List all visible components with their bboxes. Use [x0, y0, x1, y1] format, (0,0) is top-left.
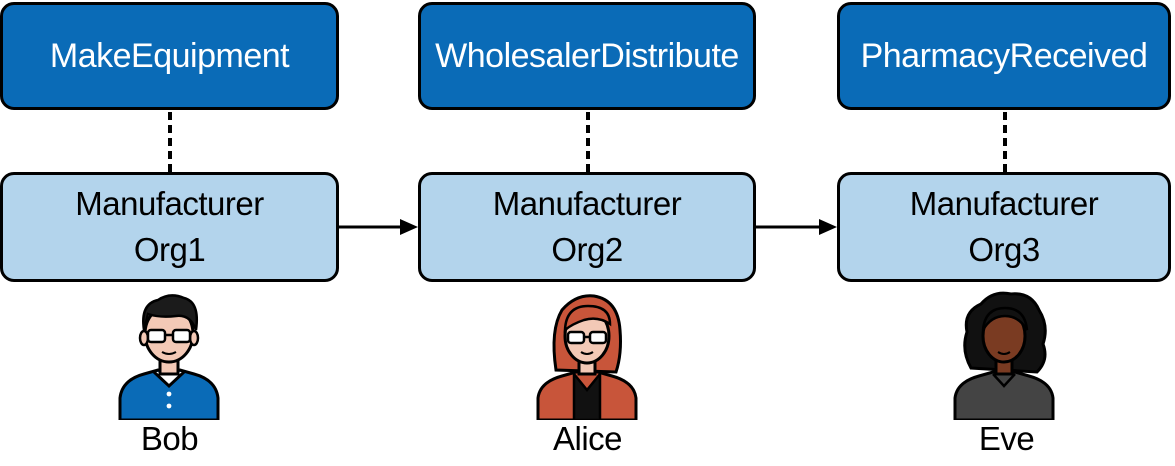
- function-box-make-equipment[interactable]: MakeEquipment: [0, 2, 339, 110]
- arrow-org2-to-org3: [756, 219, 837, 235]
- org-box-org3[interactable]: Manufacturer Org3: [837, 172, 1171, 282]
- org-box-org1[interactable]: Manufacturer Org1: [0, 172, 339, 282]
- person-avatar-icon: [536, 294, 638, 420]
- org-name-label: Org2: [551, 231, 623, 268]
- arrow-org1-to-org2: [339, 219, 418, 235]
- person-avatar-icon: [118, 294, 220, 420]
- person-name-label: Alice: [552, 420, 623, 457]
- stage-org1: MakeEquipment Manufacturer Org1: [0, 0, 340, 466]
- org-role-label: Manufacturer: [909, 185, 1099, 222]
- person-name-label: Eve: [978, 420, 1035, 457]
- org-name-label: Org1: [133, 231, 206, 268]
- person-name-label: Bob: [140, 420, 199, 457]
- stage-org2: WholesalerDistribute Manufacturer Org2: [418, 0, 758, 466]
- dashed-connector: [586, 112, 590, 172]
- dashed-connector: [1003, 112, 1007, 172]
- function-box-pharmacy-received[interactable]: PharmacyReceived: [837, 2, 1171, 110]
- function-box-wholesaler-distribute[interactable]: WholesalerDistribute: [418, 2, 756, 110]
- org-box-org2[interactable]: Manufacturer Org2: [418, 172, 756, 282]
- person-avatar-icon: [953, 291, 1055, 420]
- stage-org3: PharmacyReceived Manufacturer Org3 Eve: [837, 0, 1175, 466]
- org-role-label: Manufacturer: [75, 185, 264, 222]
- org-role-label: Manufacturer: [492, 185, 682, 222]
- dashed-connector: [168, 112, 172, 172]
- org-name-label: Org3: [968, 231, 1040, 268]
